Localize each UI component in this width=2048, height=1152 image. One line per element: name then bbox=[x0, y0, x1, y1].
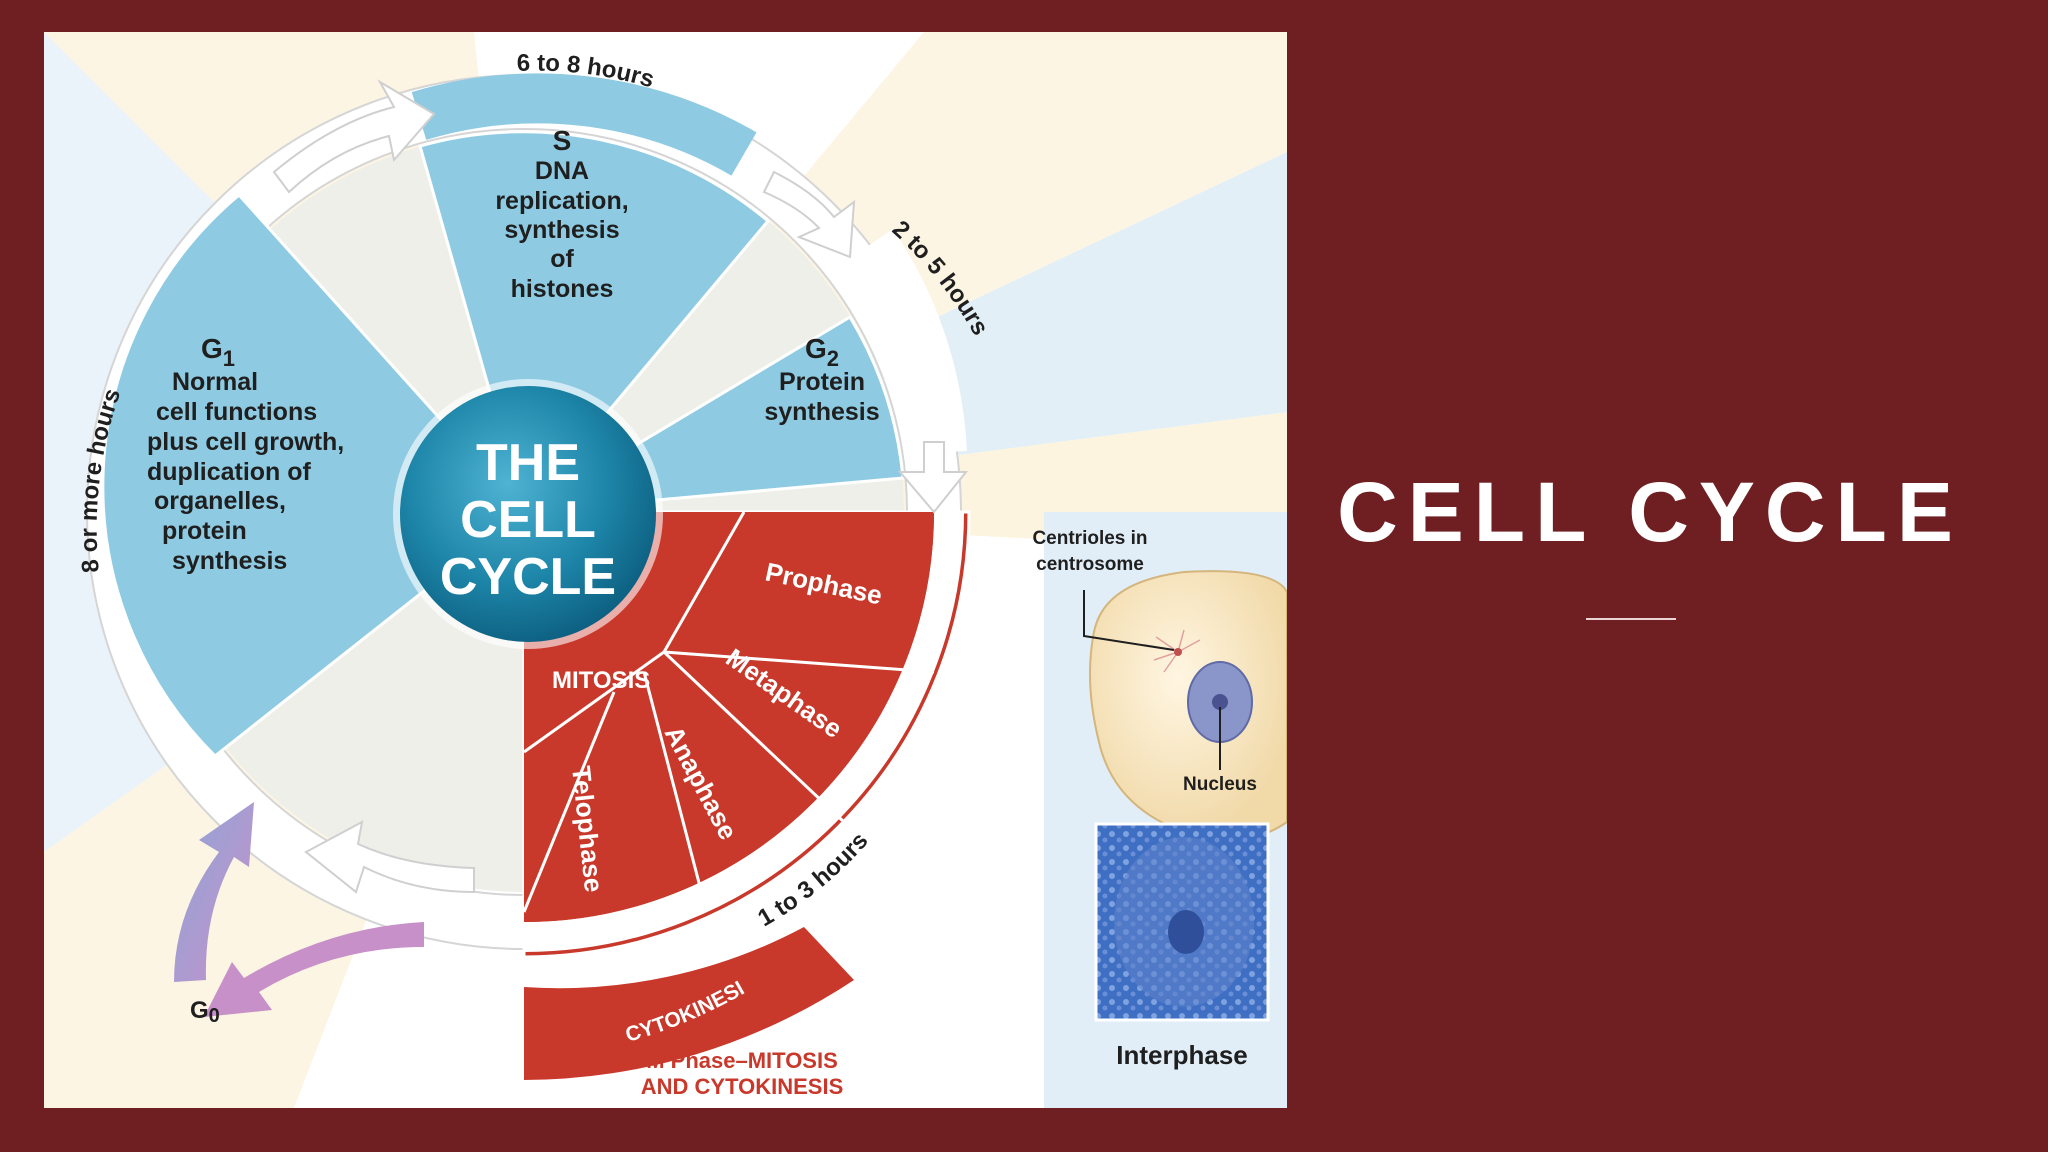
centrosome-rays bbox=[1153, 629, 1201, 673]
nucleus-label: Nucleus bbox=[1183, 774, 1257, 795]
centrioles-label-2: centrosome bbox=[1036, 554, 1144, 575]
g1-heading: G1 bbox=[201, 333, 235, 371]
ring-arrows bbox=[272, 79, 969, 894]
center-text-line1: THE bbox=[476, 434, 580, 492]
g1-line-1: Normal bbox=[172, 368, 258, 396]
centrioles-label-1: Centrioles in bbox=[1032, 528, 1147, 549]
s-line-4: of bbox=[550, 245, 574, 273]
g1-line-5: organelles, bbox=[154, 487, 286, 515]
centriole-dot bbox=[1174, 648, 1182, 656]
m-phase-caption-2: AND CYTOKINESIS bbox=[641, 1074, 844, 1099]
g0-arrow-down bbox=[204, 922, 424, 1017]
s-line-2: replication, bbox=[495, 187, 628, 215]
center-text-line2: CELL bbox=[460, 491, 596, 549]
mitosis-dividers bbox=[522, 511, 935, 913]
s-phase-text: S DNA replication, synthesis of histones bbox=[495, 125, 628, 303]
g0-label: G0 bbox=[190, 997, 220, 1027]
g2-line-2: synthesis bbox=[764, 398, 879, 426]
cell-cycle-svg: THE CELL CYCLE 6 to 8 hours 2 to 5 hours… bbox=[44, 32, 1287, 1108]
s-line-1: DNA bbox=[535, 157, 589, 185]
g2-heading: G2 bbox=[805, 333, 839, 371]
g1-line-6: protein bbox=[162, 517, 247, 545]
mitosis-label: MITOSIS bbox=[552, 667, 650, 694]
center-text-line3: CYCLE bbox=[440, 548, 616, 606]
title-underline bbox=[1586, 618, 1676, 620]
s-line-3: synthesis bbox=[504, 216, 619, 244]
g0-arrow-up bbox=[174, 802, 254, 982]
g1-line-4: duplication of bbox=[147, 458, 312, 486]
cytokinesis-band bbox=[524, 927, 854, 1080]
g2-phase-text: G2 Protein synthesis bbox=[764, 333, 879, 426]
center-hub bbox=[400, 386, 656, 642]
g1-phase-text: G1 Normal cell functions plus cell growt… bbox=[147, 333, 344, 575]
interphase-caption: Interphase bbox=[1116, 1040, 1248, 1070]
cell-cycle-diagram: THE CELL CYCLE 6 to 8 hours 2 to 5 hours… bbox=[44, 32, 1287, 1108]
g1-line-2: cell functions bbox=[156, 398, 317, 426]
s-heading: S bbox=[553, 125, 572, 156]
centriole-pointer bbox=[1083, 590, 1175, 651]
g1-line-7: synthesis bbox=[172, 547, 287, 575]
s-line-5: histones bbox=[511, 275, 614, 303]
m-phase-caption-1: M Phase–MITOSIS bbox=[646, 1048, 838, 1073]
slide-title: CELL CYCLE bbox=[1337, 465, 1963, 559]
g2-line-1: Protein bbox=[779, 368, 865, 396]
g1-sector bbox=[101, 192, 527, 759]
g1-line-3: plus cell growth, bbox=[147, 428, 344, 456]
